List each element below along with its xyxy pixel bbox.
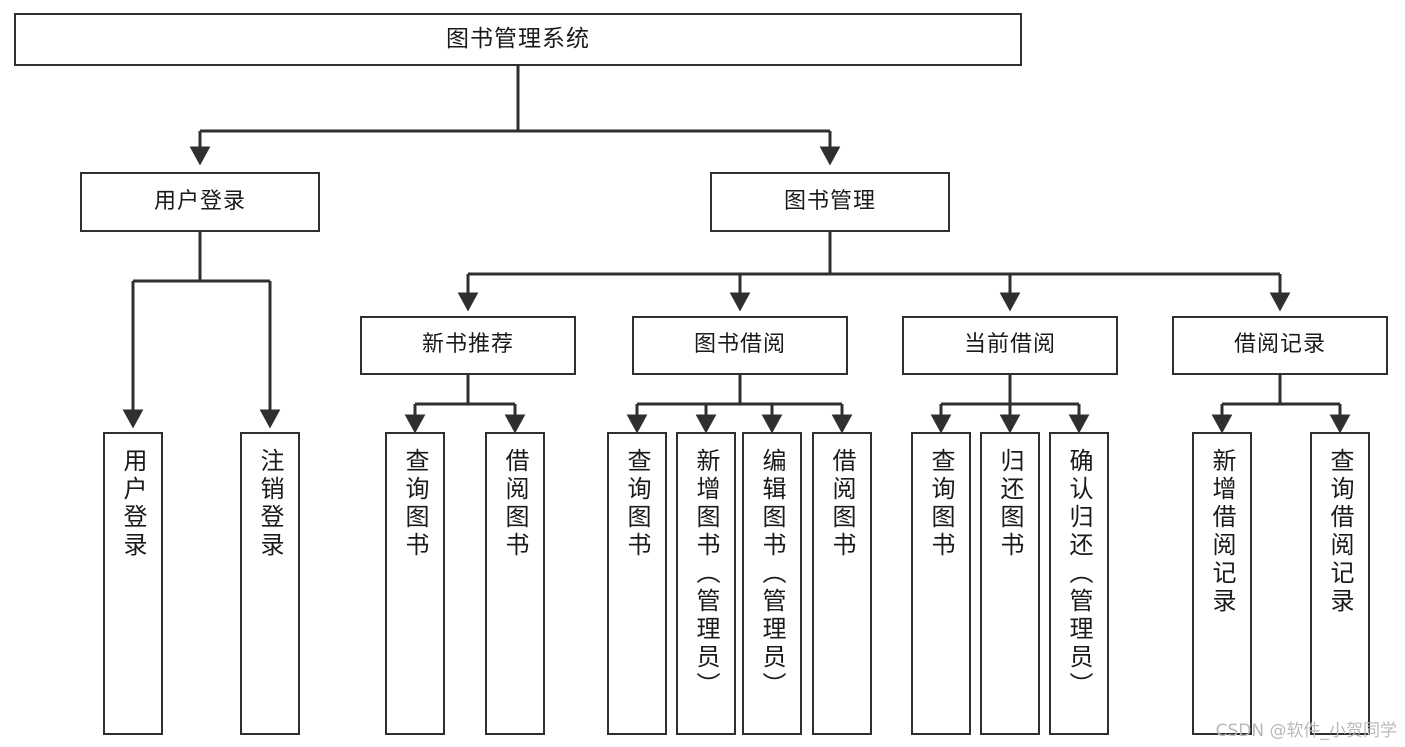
leaf-borrow-record-add[interactable]: 新增借阅记录 (1192, 432, 1252, 735)
node-new-book-recommend[interactable]: 新书推荐 (360, 316, 576, 375)
node-label: 图书管理 (783, 188, 876, 214)
node-label: 用户登录 (153, 188, 246, 214)
leaf-current-borrow-confirm[interactable]: 确认归还（管理员） (1049, 432, 1109, 735)
node-label: 当前借阅 (963, 332, 1056, 358)
leaf-book-borrow-borrow[interactable]: 借阅图书 (812, 432, 872, 735)
leaf-borrow-record-query[interactable]: 查询借阅记录 (1310, 432, 1370, 735)
node-label: 图书借阅 (693, 332, 786, 358)
leaf-book-borrow-query[interactable]: 查询图书 (607, 432, 667, 735)
leaf-book-borrow-edit[interactable]: 编辑图书（管理员） (742, 432, 802, 735)
node-root-system[interactable]: 图书管理系统 (14, 13, 1022, 66)
node-book-borrow[interactable]: 图书借阅 (632, 316, 848, 375)
leaf-book-borrow-add[interactable]: 新增图书（管理员） (676, 432, 736, 735)
leaf-user-login-logout[interactable]: 注销登录 (240, 432, 300, 735)
node-label: 借阅图书 (501, 448, 529, 560)
node-label: 查询图书 (623, 448, 651, 560)
node-label: 图书管理系统 (446, 25, 590, 52)
leaf-current-borrow-query[interactable]: 查询图书 (911, 432, 971, 735)
node-label: 归还图书 (996, 448, 1024, 560)
node-label: 借阅图书 (828, 448, 856, 560)
node-label: 新增图书（管理员） (692, 448, 720, 700)
leaf-user-login-login[interactable]: 用户登录 (103, 432, 163, 735)
node-label: 查询借阅记录 (1326, 448, 1354, 616)
node-label: 编辑图书（管理员） (758, 448, 786, 700)
node-label: 查询图书 (401, 448, 429, 560)
node-label: 确认归还（管理员） (1065, 448, 1093, 700)
leaf-new-book-borrow[interactable]: 借阅图书 (485, 432, 545, 735)
node-book-management[interactable]: 图书管理 (710, 172, 950, 232)
leaf-new-book-query[interactable]: 查询图书 (385, 432, 445, 735)
node-label: 借阅记录 (1233, 332, 1326, 358)
node-label: 注销登录 (256, 448, 284, 560)
node-label: 查询图书 (927, 448, 955, 560)
node-label: 新书推荐 (421, 332, 514, 358)
node-label: 新增借阅记录 (1208, 448, 1236, 616)
node-user-login[interactable]: 用户登录 (80, 172, 320, 232)
node-current-borrow[interactable]: 当前借阅 (902, 316, 1118, 375)
leaf-current-borrow-return[interactable]: 归还图书 (980, 432, 1040, 735)
node-borrow-record[interactable]: 借阅记录 (1172, 316, 1388, 375)
node-label: 用户登录 (119, 448, 147, 560)
